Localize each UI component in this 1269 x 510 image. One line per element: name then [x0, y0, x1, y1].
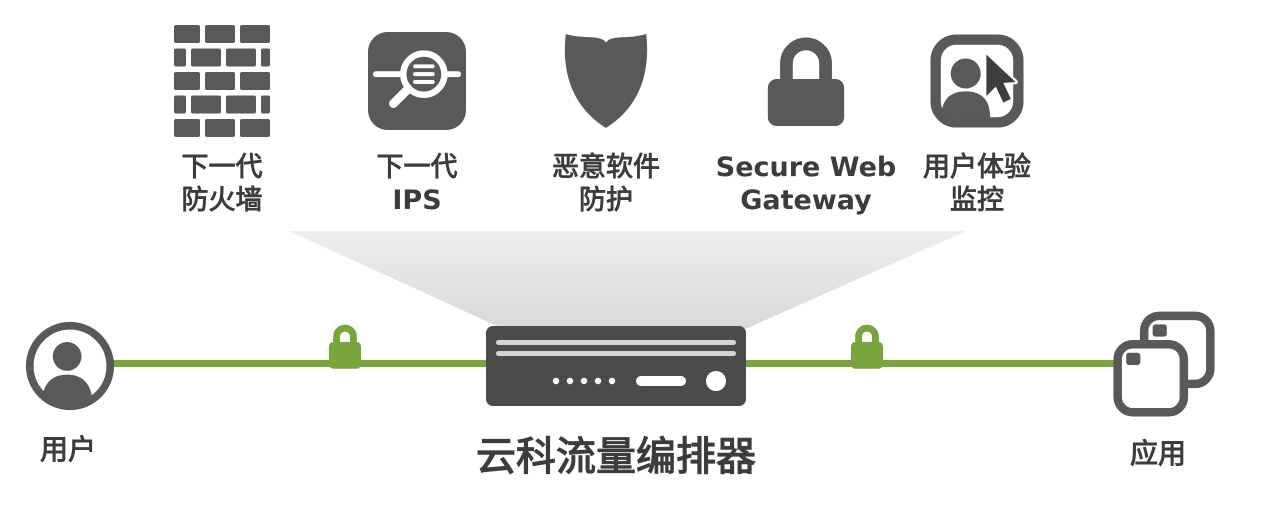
service-label-line2: 监控 — [950, 184, 1004, 216]
user-experience-monitor-icon — [930, 22, 1024, 140]
green-padlock-icon — [850, 324, 884, 369]
app-label: 应用 — [1129, 437, 1186, 470]
service-label-line1: 下一代 — [181, 152, 263, 183]
applications-windows-icon — [1113, 311, 1215, 417]
service-label-line2: Gateway — [740, 184, 872, 216]
malware-shield-icon — [560, 22, 652, 140]
service-next-gen-firewall: 下一代 防火墙 — [107, 22, 337, 218]
service-label-line1: Secure Web — [715, 152, 897, 183]
service-label: 下一代 IPS — [377, 152, 458, 218]
service-label-line2: 防护 — [579, 184, 633, 216]
service-label: 下一代 防火墙 — [182, 152, 263, 218]
service-label-line1: 用户体验 — [923, 152, 1031, 183]
service-label-line1: 恶意软件 — [552, 152, 660, 183]
service-label-line2: 防火墙 — [181, 184, 263, 216]
service-label: Secure Web Gateway — [716, 152, 896, 218]
firewall-brick-wall-icon — [174, 22, 270, 140]
malware-shield-icon — [564, 34, 648, 128]
ips-magnifier-icon — [368, 22, 466, 140]
user-icon — [25, 321, 115, 411]
funnel-shape — [289, 231, 966, 331]
user-label: 用户 — [39, 433, 96, 466]
device-label: 云科流量编排器 — [476, 434, 756, 480]
secure-web-gateway-lock-icon — [767, 37, 845, 126]
firewall-brick-wall-icon — [174, 25, 270, 137]
green-padlock-icon — [328, 324, 362, 369]
service-ux-monitoring: 用户体验 监控 — [862, 22, 1092, 218]
service-label: 用户体验 监控 — [923, 152, 1031, 218]
user-experience-monitor-icon — [930, 34, 1024, 128]
ips-magnifier-icon — [368, 32, 466, 130]
traffic-orchestrator-appliance-icon — [486, 326, 746, 406]
cursor-arrow-icon — [984, 52, 1018, 105]
service-next-gen-ips: 下一代 IPS — [302, 22, 532, 218]
service-label-line1: 下一代 — [376, 152, 458, 183]
service-label: 恶意软件 防护 — [552, 152, 660, 218]
secure-web-gateway-lock-icon — [761, 22, 851, 140]
service-malware-protection: 恶意软件 防护 — [491, 22, 721, 218]
service-secure-web-gateway: Secure Web Gateway — [691, 22, 921, 218]
service-label-line2: IPS — [392, 184, 442, 216]
